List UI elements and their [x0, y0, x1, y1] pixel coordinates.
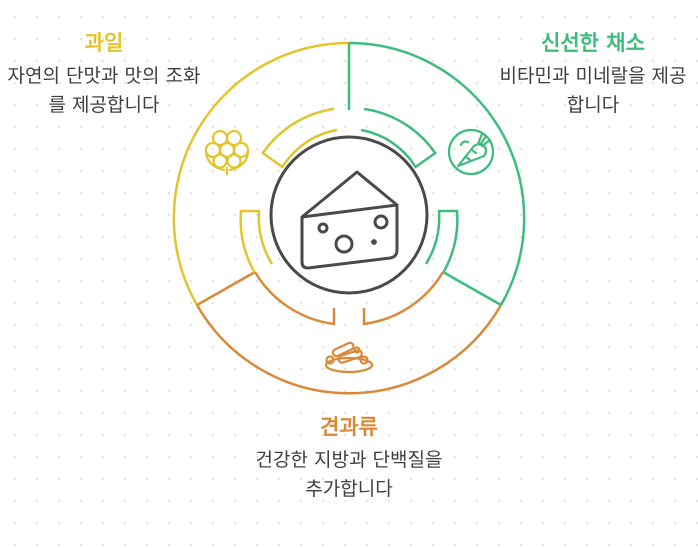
nuts-bowl-icon — [324, 341, 374, 374]
outer-ring-fruit — [172, 41, 350, 306]
nuts-section: 견과류 건강한 지방과 단백질을 추가합니다 — [246, 414, 452, 504]
vegetables-section: 신선한 채소 비타민과 미네랄을 제공합니다 — [496, 30, 690, 120]
divider-nuts-left — [196, 270, 256, 307]
outer-ring-vegetables — [348, 41, 526, 306]
nuts-description: 건강한 지방과 단백질을 추가합니다 — [255, 449, 443, 500]
fruit-section: 과일 자연의 단맛과 맛의 조화를 제공합니다 — [2, 30, 206, 120]
fruit-description: 자연의 단맛과 맛의 조화를 제공합니다 — [7, 65, 201, 116]
cheese-icon — [300, 170, 399, 270]
nuts-title: 견과류 — [320, 415, 378, 439]
grapes-icon — [204, 129, 250, 176]
vegetables-title: 신선한 채소 — [541, 31, 645, 55]
inner-ring-vegetables — [360, 107, 459, 274]
center-circle — [269, 135, 429, 295]
carrot-icon — [447, 128, 495, 176]
fruit-title: 과일 — [84, 31, 124, 55]
inner-ring-fruit — [239, 107, 338, 274]
outer-ring-nuts — [195, 304, 503, 395]
divider-vegetables-right — [442, 270, 502, 307]
inner-ring-nuts — [253, 271, 445, 326]
vegetables-description: 비타민과 미네랄을 제공합니다 — [499, 65, 687, 116]
